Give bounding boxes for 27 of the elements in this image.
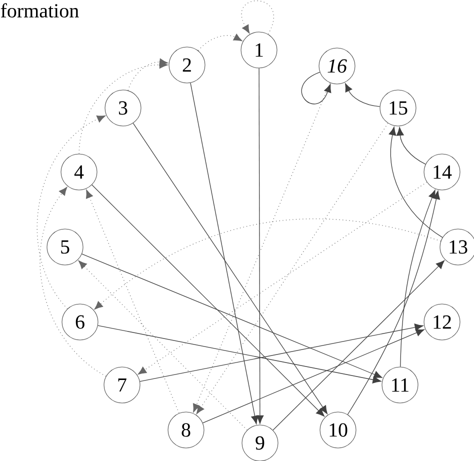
arrow — [202, 329, 424, 424]
arrow — [400, 190, 436, 368]
arrow — [98, 325, 382, 384]
arrow — [78, 61, 168, 154]
arrow — [388, 126, 443, 238]
arrow — [138, 182, 428, 375]
arrow — [345, 83, 380, 107]
arrow — [140, 324, 424, 382]
arrow — [40, 186, 106, 377]
arrow — [193, 82, 330, 412]
arrow — [198, 34, 242, 51]
arrow — [272, 260, 444, 430]
arrow — [36, 115, 106, 310]
arrow — [78, 260, 248, 430]
arrow — [82, 254, 382, 378]
arrow — [190, 82, 258, 424]
arrow — [92, 184, 325, 417]
arrow — [86, 190, 180, 414]
arrow — [94, 218, 442, 310]
arrow — [396, 127, 426, 164]
arrow — [256, 68, 264, 424]
caption-text: formation — [0, 3, 79, 18]
arrow — [132, 122, 328, 414]
arrow — [196, 122, 388, 414]
arrow — [347, 190, 440, 415]
arrow — [241, 0, 274, 35]
arrow — [301, 72, 332, 104]
